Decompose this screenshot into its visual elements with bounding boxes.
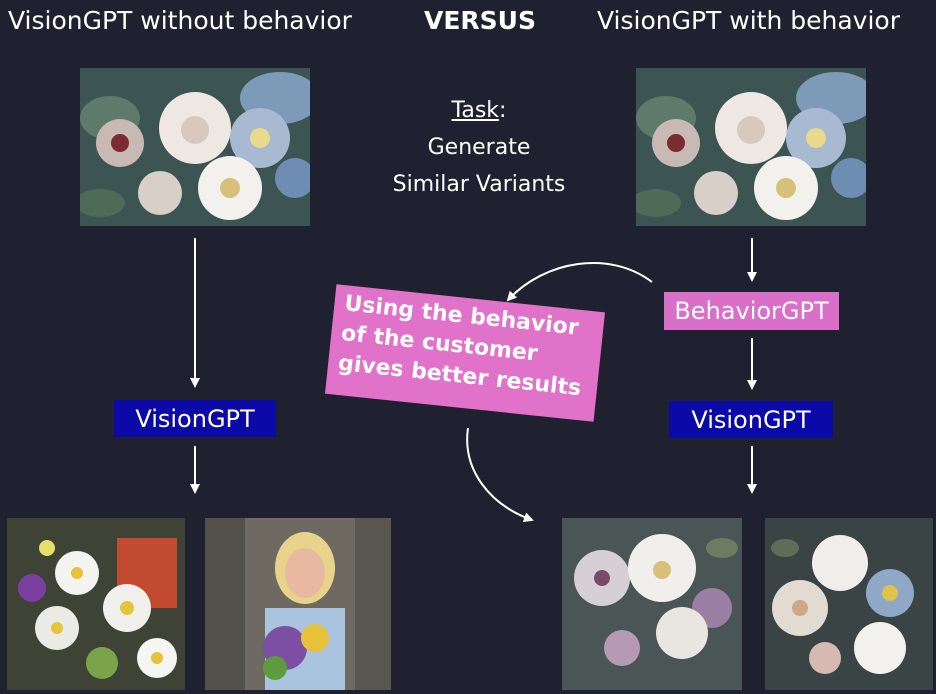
header-without-behavior: VisionGPT without behavior [8,6,352,35]
header-with-behavior: VisionGPT with behavior [597,6,900,35]
task-line-2: Similar Variants [392,172,566,197]
header-versus: VERSUS [424,6,536,35]
task-heading: Task: [340,92,618,129]
behavior-callout: Using the behavior of the customer gives… [324,284,606,422]
visiongpt-box-left: VisionGPT [114,400,276,437]
output-pale-floral-arrangement [562,518,742,690]
task-label: Task [451,98,500,123]
arrow-behavior-to-callout [506,262,653,302]
source-painting-left [80,68,310,226]
output-white-and-blue-flowers [765,518,933,690]
behaviorgpt-box: BehaviorGPT [664,292,839,330]
task-line-1: Generate [427,135,531,160]
visiongpt-box-right: VisionGPT [669,401,833,438]
output-woman-with-bouquet [205,518,391,690]
task-colon: : [499,98,507,123]
arrow-callout-to-outputs [466,427,534,523]
output-daisy-bouquet [7,518,185,690]
source-painting-right [636,68,866,226]
